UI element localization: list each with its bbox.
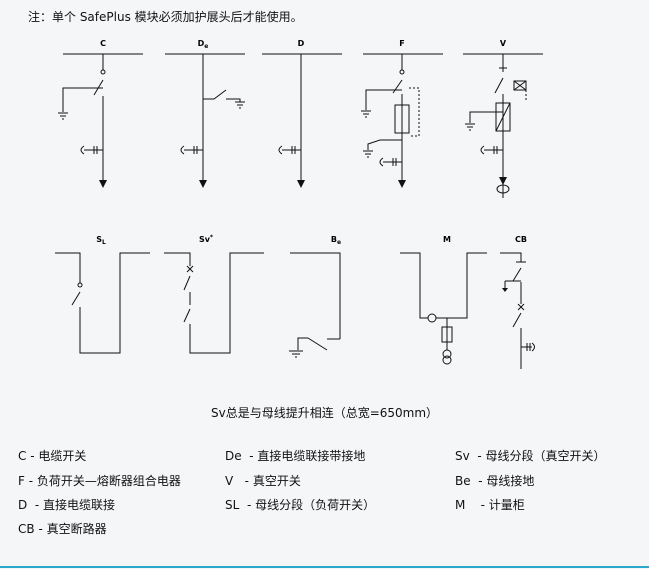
load-switch-icon [393,80,402,93]
busbar [55,253,80,283]
earthing-branch [226,99,240,102]
legend-item-f: F - 负荷开关—熔断器组合电器 [18,474,181,488]
unit-be: Be [289,235,341,357]
earth-icon [361,111,371,117]
unit-m-label: M [443,235,451,244]
metering-loop [400,253,487,318]
earth-icon [465,124,475,130]
busbar [290,253,340,339]
earthing-switch-icon [203,90,226,99]
voltage-transformer-icon [443,350,451,364]
contact-icon [400,70,404,74]
unit-d-label: D [298,39,305,48]
current-transformer-icon [279,146,301,154]
load-switch-icon [72,292,80,305]
unit-m: M [400,235,487,364]
legend-item-be: Be - 母线接地 [455,474,535,488]
cable-terminal-icon [499,177,507,185]
legend-item-d: D - 直接电缆联接 [18,498,116,512]
diagram-caption: Sv总是与母线提升相连（总宽=650mm） [210,406,439,420]
cable-terminal-icon [297,180,305,188]
vacuum-switch-icon [184,276,190,290]
legend-item-v: V - 真空开关 [225,474,301,488]
unit-f-label: F [399,39,404,48]
legend-item-sv: Sv - 母线分段（真空开关） [455,449,606,463]
earth-icon [363,151,373,157]
protection-relay-icon [496,103,510,131]
current-transformer-icon [428,314,436,322]
unit-sl-label: SL [96,235,106,246]
current-transformer-icon [380,158,402,166]
busbar [164,253,190,266]
unit-sv-label: Sv* [199,234,214,244]
schematic-canvas: C De [0,39,649,400]
vacuum-switch-icon [495,78,503,93]
current-transformer-icon [81,146,103,154]
contact-icon [101,70,105,74]
earthing-switch-icon [308,338,327,350]
mechanical-link [409,88,419,136]
circuit-breaker-icon [513,313,521,327]
load-switch-icon [184,309,190,322]
earth-icon [502,281,508,292]
legend-item-c: C - 电缆开关 [18,449,87,463]
contact-icon [78,283,82,287]
earthing-branch [470,112,503,123]
unit-sl: SL [55,235,150,353]
current-transformer-icon [521,343,535,351]
breaker-icon [518,304,524,310]
current-transformer-icon [481,146,503,154]
unit-f: F [361,39,443,188]
unit-de-label: De [198,39,209,50]
unit-be-label: Be [331,235,341,246]
legend-item-m: M - 计量柜 [455,498,525,512]
unit-v: V [463,39,543,198]
legend-item-de: De - 直接电缆联接带接地 [225,449,366,463]
earthing-switch-icon [368,140,402,150]
cable-terminal-icon [99,180,107,188]
unit-de: De [165,39,245,188]
bottom-accent-line [0,566,649,568]
load-switch-icon [513,268,521,281]
earth-icon [58,113,68,119]
earth-icon [235,102,245,108]
earthing-branch [298,338,308,350]
disconnector-icon [187,266,193,272]
legend-item-sl: SL - 母线分段（负荷开关） [225,498,376,512]
cable-terminal-icon [398,180,406,188]
unit-v-label: V [500,39,507,48]
unit-cb: CB [500,235,535,369]
cable-terminal-icon [199,180,207,188]
busbar-riser [190,253,264,353]
relay-icon [514,81,526,90]
current-transformer-icon [181,146,203,154]
note-text: 注：单个 SafePlus 模块必须加护展头后才能使用。 [28,10,303,24]
earthing-branch [366,90,402,110]
unit-d: D [262,39,342,188]
unit-cb-label: CB [515,235,527,244]
unit-c: C [58,39,143,188]
busbar [500,253,521,262]
earth-icon [289,351,303,357]
unit-c-label: C [100,39,106,48]
unit-sv: Sv* [164,234,264,353]
legend-item-cb: CB - 真空断路器 [18,522,107,536]
earthing-branch [63,88,103,112]
busbar-riser [80,253,150,353]
